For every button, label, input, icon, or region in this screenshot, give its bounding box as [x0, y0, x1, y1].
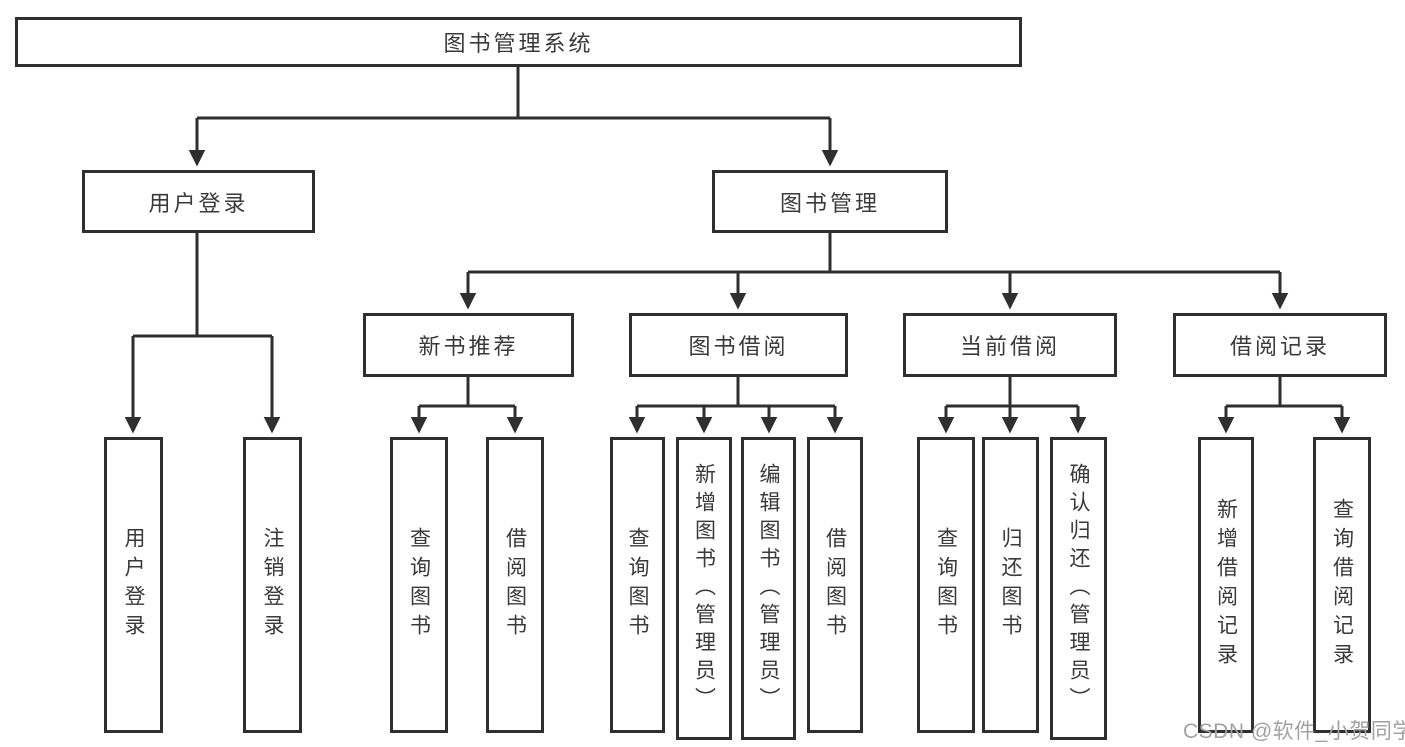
leaf-confirm-return-admin: 确认归还（管理员）	[1050, 437, 1107, 740]
leaf-add-borrow-record: 新增借阅记录	[1198, 437, 1254, 733]
node-book-management: 图书管理	[712, 170, 948, 233]
leaf-return-books: 归还图书	[982, 437, 1039, 733]
node-new-book-recommend: 新书推荐	[363, 313, 574, 377]
connector-borrowing-to-leaves	[628, 377, 844, 434]
node-current-borrow: 当前借阅	[903, 313, 1117, 377]
node-book-borrowing: 图书借阅	[629, 313, 848, 377]
leaf-query-books-current: 查询图书	[917, 437, 975, 733]
leaf-logout: 注销登录	[243, 437, 302, 733]
connector-root-to-level2	[188, 67, 839, 167]
connector-records-to-leaves	[1217, 377, 1351, 434]
connector-newbooks-to-leaves	[410, 377, 524, 434]
leaf-add-books-admin: 新增图书（管理员）	[676, 437, 732, 740]
connector-current-to-leaves	[937, 377, 1087, 434]
connector-management-to-level3	[459, 233, 1289, 310]
node-root-system: 图书管理系统	[15, 17, 1022, 67]
leaf-user-login: 用户登录	[104, 437, 163, 733]
connector-login-to-leaves	[124, 233, 281, 434]
leaf-query-books-newbooks: 查询图书	[390, 437, 448, 733]
node-user-login: 用户登录	[82, 170, 315, 233]
leaf-edit-books-admin: 编辑图书（管理员）	[741, 437, 796, 740]
leaf-borrow-books-borrowing: 借阅图书	[807, 437, 863, 733]
leaf-borrow-books-newbooks: 借阅图书	[486, 437, 544, 733]
csdn-watermark: CSDN @软件_小贺同学	[1183, 720, 1405, 743]
node-borrow-records: 借阅记录	[1173, 313, 1387, 377]
leaf-query-books-borrowing: 查询图书	[610, 437, 665, 733]
leaf-query-borrow-record: 查询借阅记录	[1313, 437, 1371, 733]
